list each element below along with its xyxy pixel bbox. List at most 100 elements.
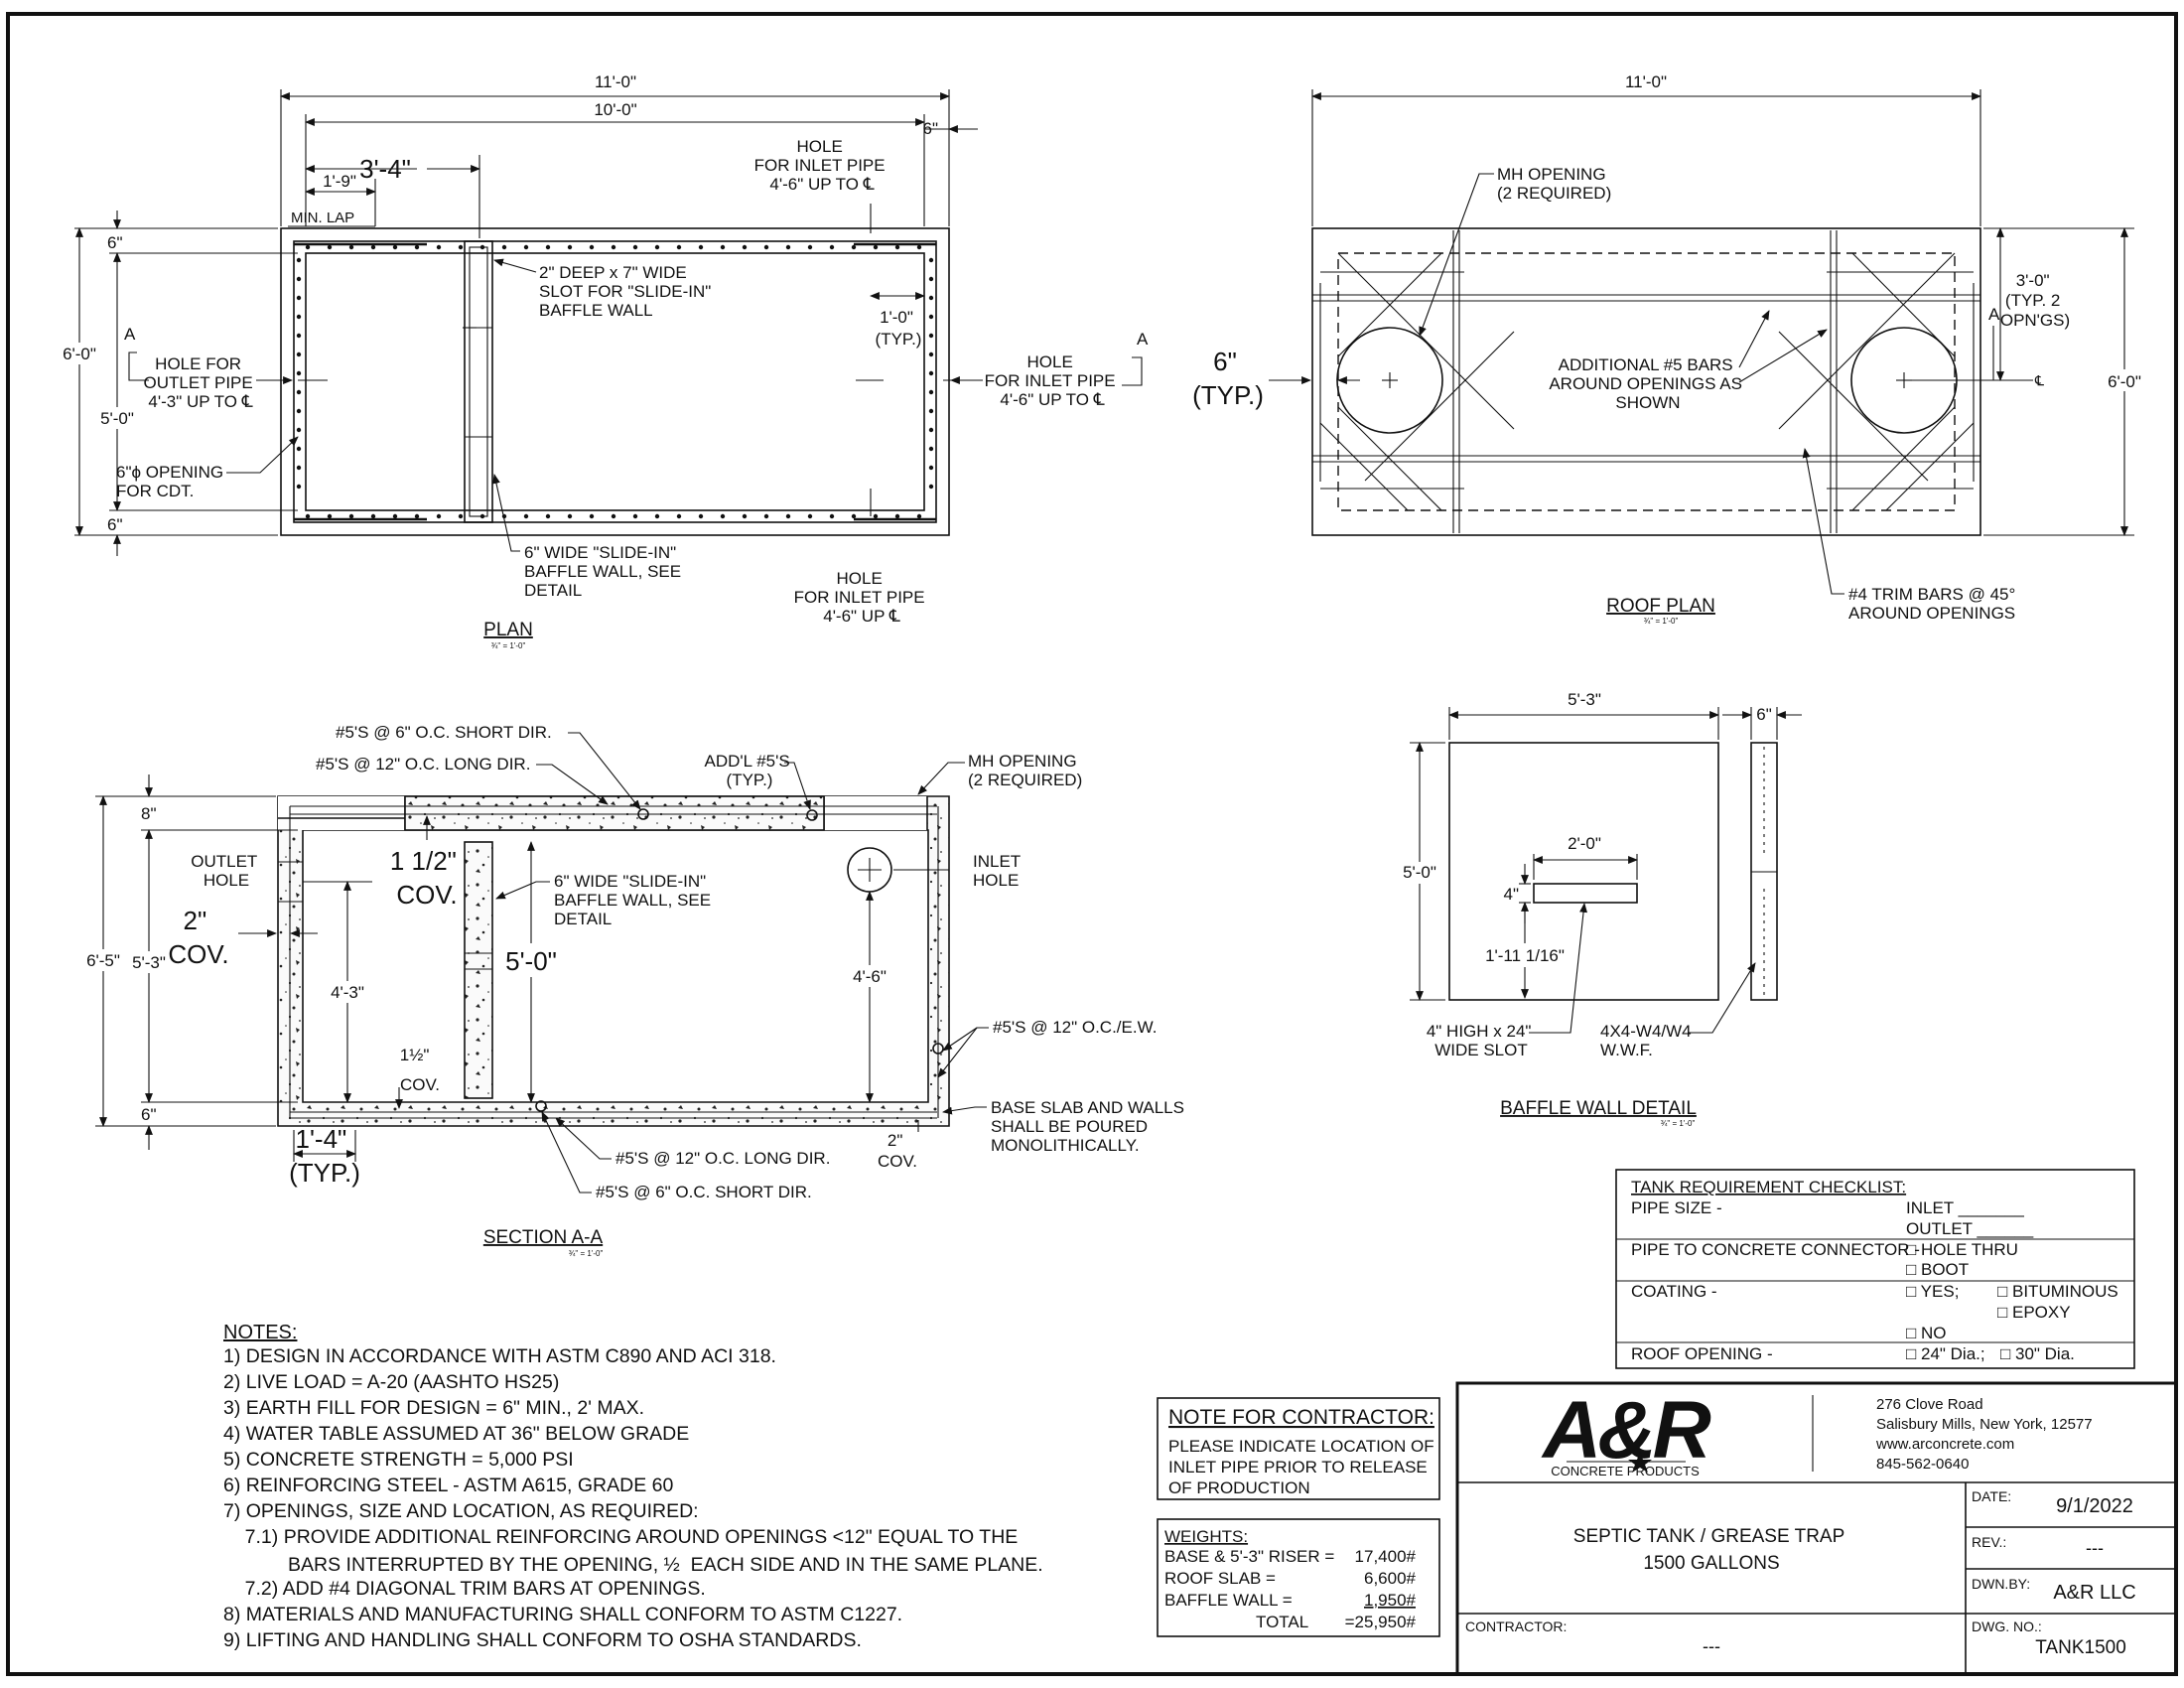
rebar-dot [296,446,302,452]
checklist-roof-opening: ROOF OPENING - [1631,1344,1773,1363]
plan-dim-lap: 1'-9" [323,172,356,191]
weights-row-2-value: 6,600# [1364,1569,1417,1588]
roof-plan-scale: ¾" = 1'-0" [1644,617,1679,626]
weights-row-4-label: TOTAL [1256,1613,1308,1631]
rebar-dot [928,370,934,376]
plan-dim-slot-pos: 3'-4" [359,154,411,184]
rebar-dot [436,244,442,250]
baffle-slot [1533,883,1638,904]
date-label: DATE: [1972,1488,2011,1504]
baffle-label-wwf: 4X4-W4/W4 W.W.F. [1600,1022,1696,1059]
checklist-boot[interactable]: □ BOOT [1906,1260,1969,1279]
checklist-epoxy[interactable]: □ EPOXY [1997,1303,2071,1322]
baffle-dim-width: 5'-3" [1568,690,1601,709]
plan-label-cdt: 6"ϕ OPENING FOR CDT. [116,463,228,500]
note-item: 7.2) ADD #4 DIAGONAL TRIM BARS AT OPENIN… [223,1578,706,1600]
rebar-dot [720,244,726,250]
rebar-dot [327,244,333,250]
section-title: SECTION A-A [483,1227,604,1248]
dwg-no-label: DWG. NO.: [1972,1618,2042,1634]
company-logo-sub: CONCRETE PRODUCTS [1551,1464,1700,1478]
roof-plan-view: 11'-0" 6'-0" 3'-0" (TYP. 2 OPN'GS) A ℄ 6… [1192,72,2146,626]
contractor-value: --- [1703,1636,1720,1656]
section-dim-wall: 1'-4" (TYP.) [289,1124,360,1188]
roof-label-bars: ADDITIONAL #5 BARS AROUND OPENINGS AS SH… [1549,355,1746,412]
checklist-pipe-size: PIPE SIZE - [1631,1198,1722,1217]
rebar-dot [676,244,682,250]
section-label-inlet: INLET HOLE [973,852,1025,890]
rebar-dot [928,427,934,433]
weights-row-1-label: BASE & 5'-3" RISER = [1164,1547,1334,1566]
checklist-yes[interactable]: □ YES; [1906,1282,1959,1301]
rebar-dot [296,295,302,301]
company-address: 276 Clove Road Salisbury Mills, New York… [1875,1396,2097,1473]
rebar-dot [632,244,638,250]
plan-dim-six-bottom: 6" [107,515,123,534]
baffle-detail-title: BAFFLE WALL DETAIL [1500,1098,1697,1119]
rebar-dot [916,513,922,519]
checklist-no[interactable]: □ NO [1906,1324,1947,1342]
dwg-no-value: TANK1500 [2035,1637,2126,1658]
rebar-dot [763,244,769,250]
section-concrete-shell [277,795,950,1127]
rebar-dot [296,427,302,433]
plan-label-baffle: 6" WIDE "SLIDE-IN" BAFFLE WALL, SEE DETA… [524,543,686,600]
date-value: 9/1/2022 [2056,1495,2133,1517]
note-item: 6) REINFORCING STEEL - ASTM A615, GRADE … [223,1475,673,1496]
section-scale: ¾" = 1'-0" [569,1249,604,1258]
rebar-dot [807,513,813,519]
checklist-dia24[interactable]: □ 24" Dia.; [1906,1344,1985,1363]
weights-row-3-label: BAFFLE WALL = [1164,1591,1293,1610]
rebar-dot [611,513,616,519]
weights-row-4-value: =25,950# [1345,1613,1417,1631]
plan-label-slot: 2" DEEP x 7" WIDE SLOT FOR "SLIDE-IN" BA… [539,263,716,320]
rebar-dot [698,513,704,519]
contractor-note-text: PLEASE INDICATE LOCATION OF INLET PIPE P… [1168,1437,1438,1497]
rebar-dot [296,314,302,320]
baffle-label-slot: 4" HIGH x 24" WIDE SLOT [1427,1022,1536,1059]
checklist-title: TANK REQUIREMENT CHECKLIST: [1631,1178,1906,1196]
rebar-dot [928,295,934,301]
rebar-dot [296,465,302,471]
rebar-dot [698,244,704,250]
baffle-detail-scale: ¾" = 1'-0" [1661,1119,1696,1128]
rebar-dot [928,465,934,471]
section-dim-total: 6'-5" [86,951,120,970]
rebar-dot [296,370,302,376]
baffle-detail-view: 5'-3" 6" 5'-0" 2'-0" 4" 1'-11 1/16" 4" H… [1398,690,1802,1128]
rebar-dot [545,244,551,250]
section-baffle-wall [464,841,493,1099]
plan-dim-typ: 1'-0" [880,308,913,327]
rebar-dot [928,276,934,282]
note-item: 4) WATER TABLE ASSUMED AT 36" BELOW GRAD… [223,1423,689,1445]
section-dim-cov-small: 1½" COV. [400,1046,440,1094]
rebar-dot [501,244,507,250]
checklist-dia30[interactable]: □ 30" Dia. [2000,1344,2075,1363]
rebar-dot [370,513,376,519]
rebar-dot [851,244,857,250]
contractor-note-title: NOTE FOR CONTRACTOR: [1168,1406,1434,1429]
rebar-dot [894,513,900,519]
section-view: 6'-5" 5'-3" 8" 6" 2" COV. 1 1/2" COV. 4'… [81,723,1184,1258]
roof-dim-opening: 3'-0" (TYP. 2 OPN'GS) [2000,271,2070,330]
note-item: 9) LIFTING AND HANDLING SHALL CONFORM TO… [223,1629,862,1651]
rebar-dot [785,244,791,250]
section-label-ew: #5'S @ 12" O.C./E.W. [993,1018,1157,1037]
rebar-dot [348,513,354,519]
rebar-dot [829,513,835,519]
title-block: A&R CONCRETE PRODUCTS 276 Clove Road Sal… [1455,1381,2178,1676]
checklist-bituminous[interactable]: □ BITUMINOUS [1997,1282,2118,1301]
baffle-panel [1448,742,1719,1001]
plan-dim-inner-height: 5'-0" [100,409,134,428]
plan-scale: ¾" = 1'-0" [491,641,526,650]
section-dim-cov15: 1 1/2" COV. [390,846,464,910]
rebar-dot [742,513,748,519]
section-label-addl: ADD'L #5'S (TYP.) [705,752,795,789]
contractor-note: NOTE FOR CONTRACTOR: PLEASE INDICATE LOC… [1157,1397,1440,1500]
plan-view: 11'-0" 10'-0" 6" 3'-4" 1'-9" MIN. LAP 6'… [58,72,1149,650]
plan-dim-height: 6'-0" [63,345,96,363]
rebar-dot [296,333,302,339]
checklist-hole-thru[interactable]: □ HOLE THRU [1906,1240,2018,1259]
weights-title: WEIGHTS: [1164,1527,1248,1546]
rebar-dot [632,513,638,519]
